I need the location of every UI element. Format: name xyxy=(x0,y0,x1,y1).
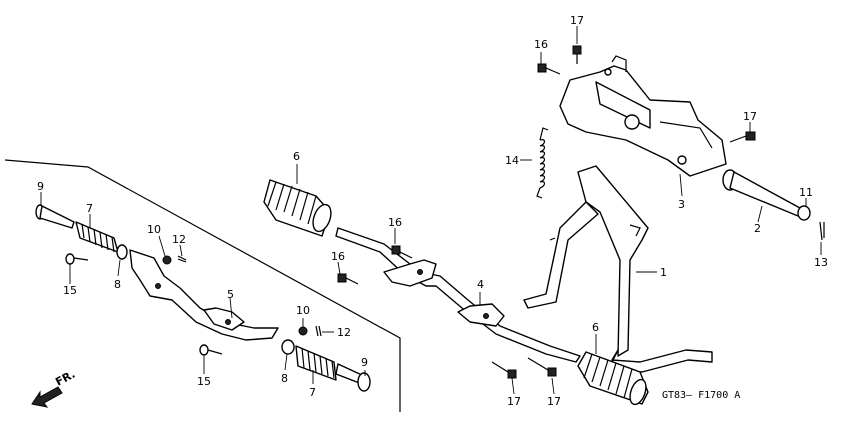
callout-8-left: 8 xyxy=(114,278,121,291)
callout-5: 5 xyxy=(227,288,234,301)
left-bolt-15 xyxy=(65,253,89,265)
callout-16-mid-upper: 16 xyxy=(388,216,402,229)
bolt-16-mid-lower xyxy=(337,273,359,285)
callout-13: 13 xyxy=(814,256,828,269)
figure-code: GT83– F1700 A xyxy=(662,390,740,401)
step-bar xyxy=(335,227,581,363)
callout-17-top: 17 xyxy=(570,14,584,27)
bolt-17-right xyxy=(729,131,756,143)
front-label: FR. xyxy=(53,368,77,389)
lower-washer xyxy=(281,339,295,355)
main-stand xyxy=(523,165,713,373)
lower-nut-10 xyxy=(298,326,308,336)
lower-step-rubber xyxy=(295,345,337,381)
leader-lines xyxy=(40,26,822,395)
bolt-16-top xyxy=(537,63,561,75)
callout-6-upper: 6 xyxy=(293,150,300,163)
callout-15-left: 15 xyxy=(63,284,77,297)
step-rubber-lower xyxy=(577,351,649,406)
callout-16-mid-lower: 16 xyxy=(331,250,345,263)
left-nut-10 xyxy=(162,255,172,265)
callout-16-top: 16 xyxy=(534,38,548,51)
front-direction-indicator: FR. xyxy=(31,368,77,408)
callout-8-lower: 8 xyxy=(281,372,288,385)
callout-9-left: 9 xyxy=(37,180,44,193)
callout-3: 3 xyxy=(678,198,685,211)
callout-9-lower: 9 xyxy=(361,356,368,369)
left-step-pin xyxy=(35,204,75,229)
callout-12-lower: 12 xyxy=(337,326,351,339)
callout-labels: 1 2 3 4 5 6 6 7 7 8 8 9 9 10 10 11 12 12… xyxy=(37,14,828,408)
lower-cotter-12 xyxy=(315,325,322,337)
callout-2: 2 xyxy=(754,222,761,235)
callout-10-lower: 10 xyxy=(296,304,310,317)
callout-17-bottom-left: 17 xyxy=(507,395,521,408)
left-step-arm xyxy=(129,249,279,341)
lower-bolt-15 xyxy=(199,344,223,356)
stand-spring xyxy=(536,127,549,199)
cotter-pin xyxy=(819,221,825,241)
callout-15-lower: 15 xyxy=(197,375,211,388)
callout-1: 1 xyxy=(660,266,667,279)
callout-7-left: 7 xyxy=(86,202,93,215)
callout-12-left: 12 xyxy=(172,233,186,246)
callout-17-bottom-right: 17 xyxy=(547,395,561,408)
callout-7-lower: 7 xyxy=(309,386,316,399)
left-step-rubber xyxy=(75,221,119,253)
stand-bracket xyxy=(559,55,727,177)
bolt-17-bottom-right xyxy=(527,357,557,377)
left-washer xyxy=(116,244,128,260)
callout-11: 11 xyxy=(799,186,813,199)
callout-10-left: 10 xyxy=(147,223,161,236)
bolt-16-mid-upper xyxy=(391,245,413,259)
callout-14: 14 xyxy=(505,154,519,167)
callout-4: 4 xyxy=(477,278,484,291)
callout-6-lower: 6 xyxy=(592,321,599,334)
bolt-17-bottom-left xyxy=(491,361,517,379)
pivot-shaft xyxy=(722,169,811,221)
callout-17-right: 17 xyxy=(743,110,757,123)
step-rubber-upper xyxy=(263,179,332,237)
bolt-17-top xyxy=(572,45,582,64)
subassembly-boundary xyxy=(4,159,401,412)
left-cotter-12 xyxy=(177,255,187,263)
front-arrow-icon xyxy=(31,386,63,408)
lower-step-pin xyxy=(335,363,371,392)
